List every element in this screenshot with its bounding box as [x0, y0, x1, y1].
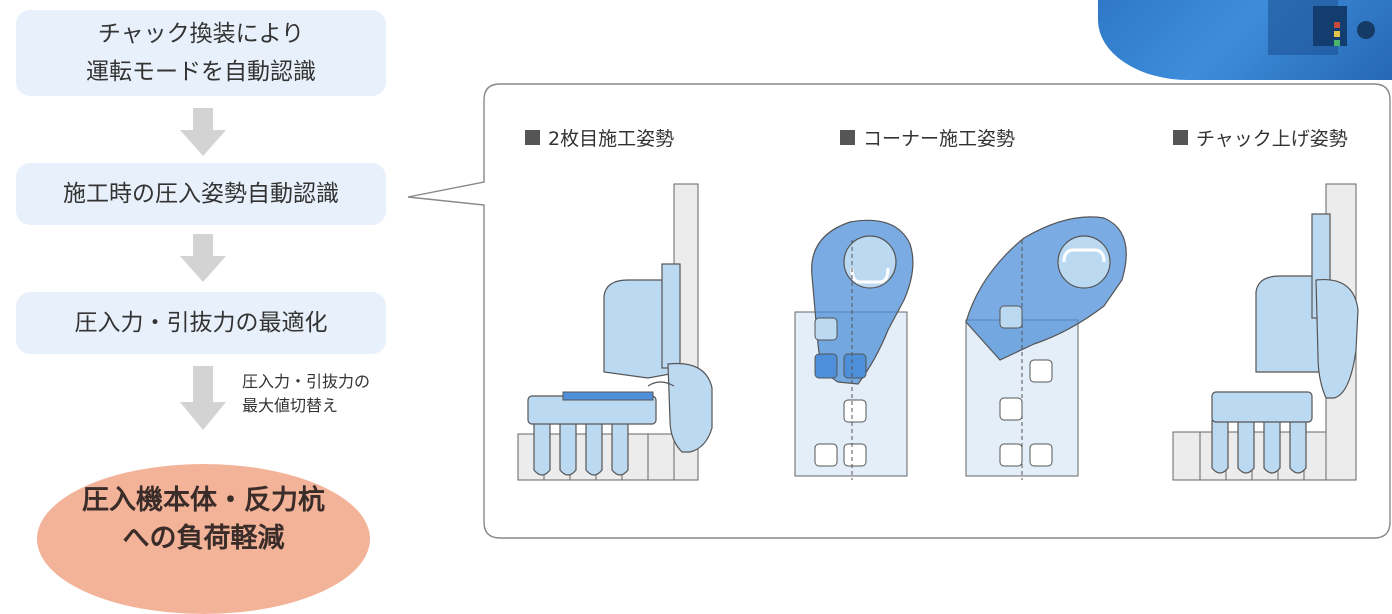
panel-label-corner: コーナー施工姿勢	[840, 124, 1015, 151]
square-bullet-icon	[525, 130, 540, 145]
arrow-note-line1: 圧入力・引抜力の	[242, 372, 371, 391]
down-arrow-icon	[178, 108, 228, 162]
flow-step-chuck-mode: チャック換装により 運転モードを自動認識	[16, 10, 386, 96]
outcome-line1: 圧入機本体・反力杭	[82, 485, 325, 516]
flow-step-force-optimization-label: 圧入力・引抜力の最適化	[74, 310, 328, 336]
flow-step-chuck-mode-line1: チャック換装により	[97, 21, 305, 47]
callout-panel	[407, 83, 1391, 539]
square-bullet-icon	[1173, 130, 1188, 145]
flow-step-force-optimization: 圧入力・引抜力の最適化	[16, 292, 386, 354]
arrow-note: 圧入力・引抜力の 最大値切替え	[242, 370, 370, 418]
arrow-note-line2: 最大値切替え	[242, 396, 339, 415]
second-pile-posture-diagram	[517, 183, 713, 481]
corner-posture-diagram	[794, 216, 1127, 480]
square-bullet-icon	[840, 130, 855, 145]
down-arrow-icon	[178, 234, 228, 288]
panel-label-chuck-up: チャック上げ姿勢	[1173, 124, 1348, 151]
flow-step-posture-recognition: 施工時の圧入姿勢自動認識	[16, 163, 386, 225]
machine-photo-crop	[1098, 0, 1392, 80]
panel-label-second-pile-text: 2枚目施工姿勢	[548, 128, 675, 150]
panel-label-corner-text: コーナー施工姿勢	[863, 128, 1016, 150]
down-arrow-icon	[178, 366, 228, 436]
flow-step-chuck-mode-line2: 運転モードを自動認識	[86, 59, 316, 85]
panel-label-second-pile: 2枚目施工姿勢	[525, 124, 674, 151]
flow-step-posture-recognition-label: 施工時の圧入姿勢自動認識	[63, 181, 339, 207]
chuck-up-posture-diagram	[1172, 183, 1359, 481]
panel-label-chuck-up-text: チャック上げ姿勢	[1196, 128, 1348, 150]
